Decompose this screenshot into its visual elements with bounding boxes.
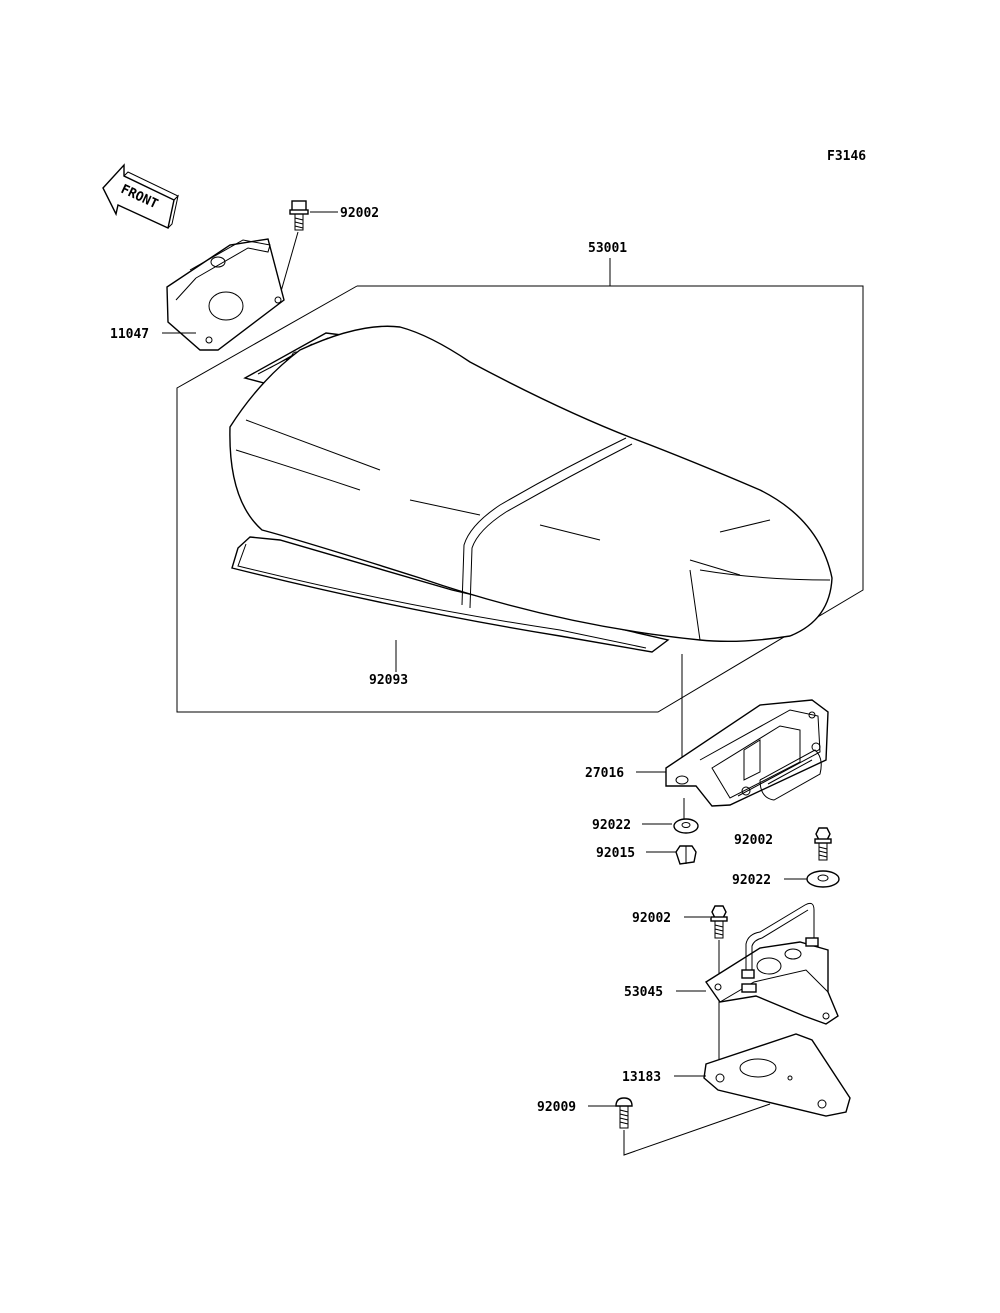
callout-92002-right: 92002 — [734, 833, 773, 848]
nut-icon — [675, 845, 697, 865]
callout-92022-right: 92022 — [732, 873, 771, 888]
seat-icon — [229, 325, 833, 653]
callout-53001: 53001 — [588, 241, 627, 256]
seat-assembly-frame — [176, 285, 864, 713]
callout-92093: 92093 — [369, 673, 408, 688]
washer-right-icon — [806, 870, 840, 888]
screw-icon — [615, 1097, 633, 1129]
callout-11047: 11047 — [110, 327, 149, 342]
callout-92002-hook: 92002 — [632, 911, 671, 926]
callout-92009: 92009 — [537, 1100, 576, 1115]
washer-left-icon — [673, 818, 699, 834]
callout-92002-top: 92002 — [340, 206, 379, 221]
figure-code: F3146 — [827, 149, 866, 164]
plate-icon — [703, 1033, 851, 1117]
front-arrow-icon: FRONT — [102, 163, 179, 230]
bolt-right-icon — [814, 827, 832, 861]
front-bracket-icon — [166, 238, 285, 351]
callout-92015: 92015 — [596, 846, 635, 861]
callout-13183: 13183 — [622, 1070, 661, 1085]
bolt-hook-icon — [710, 905, 728, 939]
hook-bracket-icon — [705, 902, 839, 1025]
bolt-top-icon — [289, 200, 309, 231]
callout-53045: 53045 — [624, 985, 663, 1000]
callout-92022-left: 92022 — [592, 818, 631, 833]
callout-27016: 27016 — [585, 766, 624, 781]
assembly-line — [623, 1103, 771, 1156]
latch-icon — [665, 699, 829, 807]
